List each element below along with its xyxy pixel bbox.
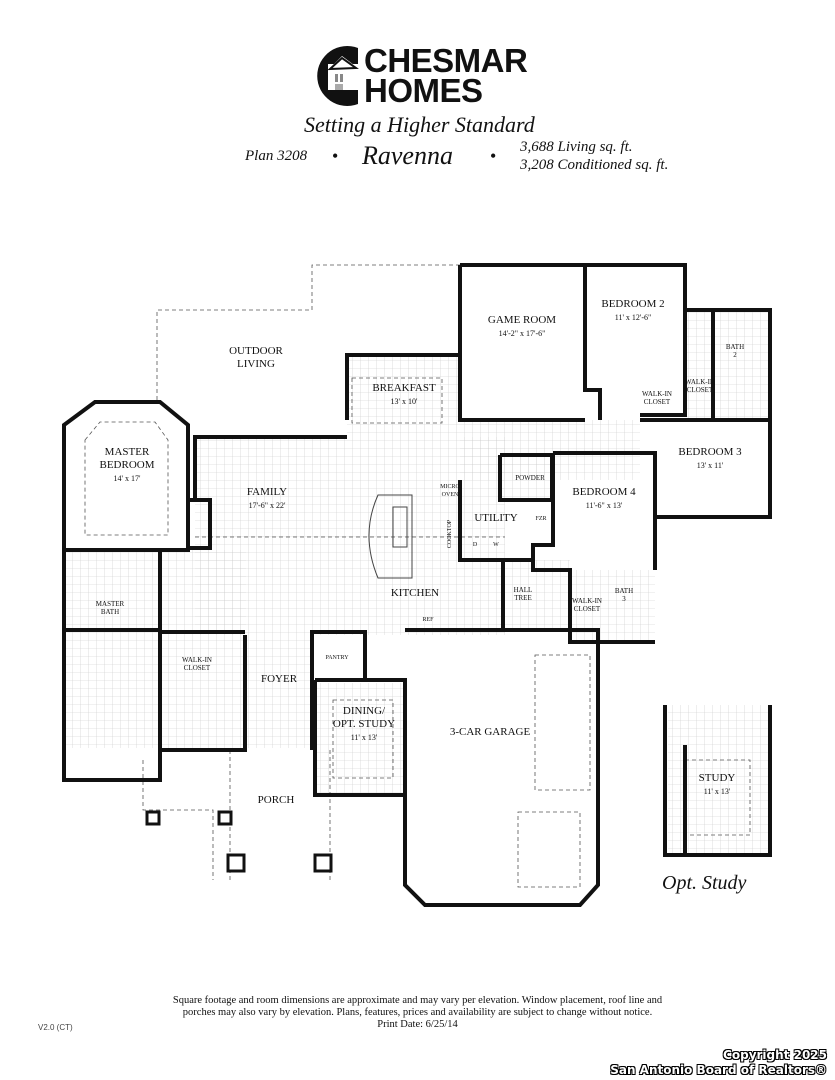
room-garage: 3-CAR GARAGE [449,726,531,738]
disclaimer-line-1: Square footage and room dimensions are a… [172,995,663,1006]
living-sqft: 3,688 Living sq. ft. [520,139,633,155]
kitchen-island [368,494,413,579]
dryer-label: D [472,542,478,548]
refrigerator-label: REF [422,617,434,623]
room-kitchen: KITCHEN [390,587,440,599]
freezer-label: FZR [535,516,547,522]
room-porch: PORCH [257,794,295,806]
brand-name-line2: HOMES [364,72,483,109]
plan-number: Plan 3208 [245,148,308,164]
dashed-outlines [84,264,751,888]
room-pantry: PANTRY [325,655,349,661]
tagline: Setting a Higher Standard [304,112,535,137]
disclaimer: Square footage and room dimensions are a… [140,995,695,1031]
cooktop-label: COOKTOP [447,519,454,549]
chesmar-logo: CHESMAR HOMES [302,44,552,108]
print-date: Print Date: 6/25/14 [377,1019,458,1030]
separator: • [332,146,339,166]
room-outdoor-living: OUTDOOR LIVING [229,345,283,370]
copyright-watermark: Copyright 2025 San Antonio Board of Real… [610,1048,827,1077]
opt-study-caption: Opt. Study [662,872,747,894]
porch-columns [145,810,333,873]
room-powder: POWDER [515,474,545,482]
room-utility: UTILITY [474,512,518,524]
house-c-logo-icon [317,46,359,106]
washer-label: W [493,542,499,548]
square-footage: 3,688 Living sq. ft. 3,208 Conditioned s… [520,138,668,174]
walls [62,263,772,907]
room-foyer: FOYER [260,673,298,685]
conditioned-sqft: 3,208 Conditioned sq. ft. [520,157,669,173]
brand-name-line1: CHESMAR [364,42,528,79]
model-name: Ravenna [362,141,453,170]
version-label: V2.0 (CT) [38,1023,73,1032]
separator: • [490,146,497,166]
disclaimer-line-2: porches may also vary by elevation. Plan… [182,1007,653,1018]
